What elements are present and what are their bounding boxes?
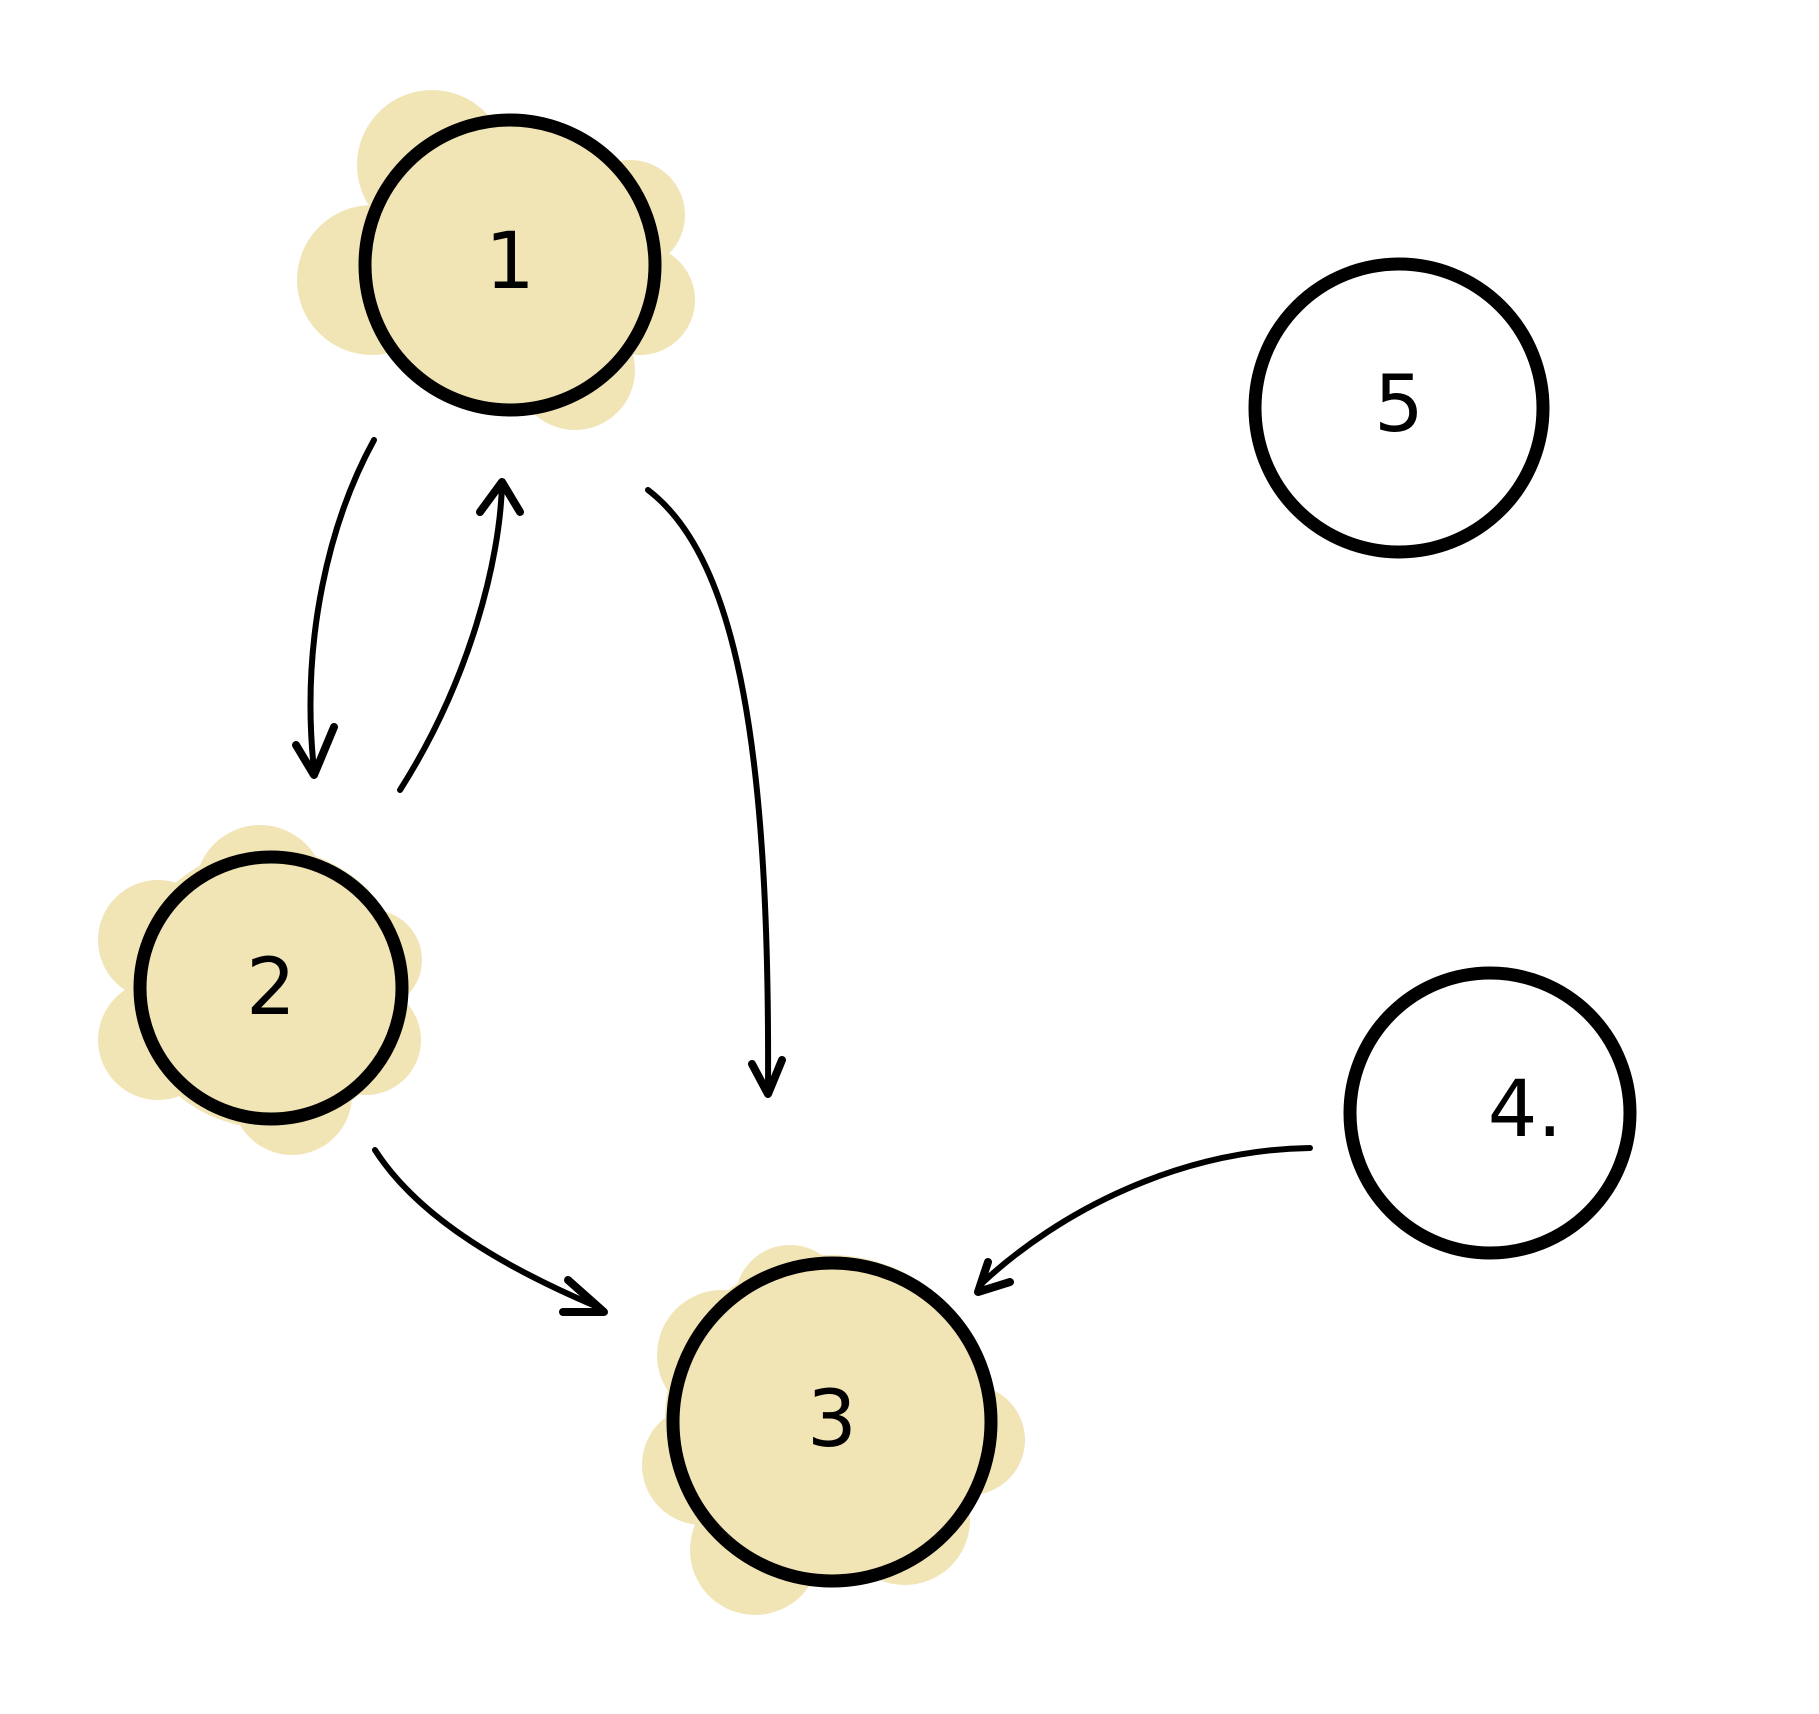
highlight-layer xyxy=(98,90,1025,1615)
node-5: 5 xyxy=(1248,257,1550,559)
node-1-ring xyxy=(358,113,662,417)
edge-4-to-3 xyxy=(974,1145,1313,1296)
edge-2-to-1 xyxy=(397,478,524,793)
node-layer: 1 2 3 4. 5 xyxy=(133,113,1637,1588)
highlight-blob-node-1 xyxy=(297,90,695,430)
highlight-blob-node-3 xyxy=(642,1245,1025,1615)
node-3: 3 xyxy=(666,1256,998,1588)
highlight-blob-node-2 xyxy=(98,825,422,1155)
node-1: 1 xyxy=(358,113,662,417)
node-3-label: 3 xyxy=(807,1375,857,1465)
edge-layer xyxy=(292,437,1313,1316)
node-5-ring xyxy=(1248,257,1550,559)
edge-1-to-2 xyxy=(292,437,377,779)
node-2: 2 xyxy=(133,850,409,1126)
node-4-label: 4. xyxy=(1488,1065,1562,1155)
node-5-label: 5 xyxy=(1374,360,1424,450)
edge-1-to-3 xyxy=(645,487,786,1098)
node-4: 4. xyxy=(1343,966,1637,1260)
node-2-label: 2 xyxy=(246,943,296,1033)
node-3-ring xyxy=(666,1256,998,1588)
node-2-ring xyxy=(133,850,409,1126)
edge-2-to-3 xyxy=(372,1147,608,1316)
node-4-ring xyxy=(1343,966,1637,1260)
node-1-label: 1 xyxy=(485,217,535,307)
